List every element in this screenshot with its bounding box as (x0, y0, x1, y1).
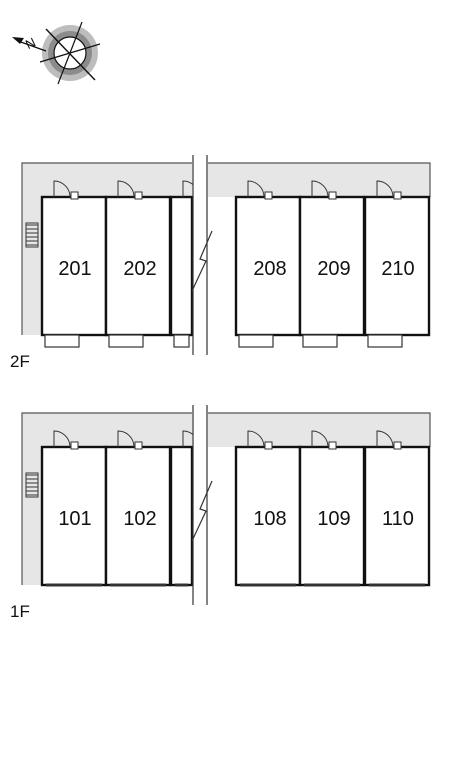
door-swing-icon (247, 180, 265, 198)
outer-wall (208, 162, 431, 197)
compass-rose-icon: N (12, 21, 101, 85)
outer-wall (208, 412, 431, 447)
stair-landing (22, 413, 42, 585)
door-swing-icon (376, 430, 394, 448)
floor-1f: 101 102 108 109 110 1F (10, 405, 431, 621)
balcony (238, 334, 274, 348)
outer-wall (21, 162, 192, 335)
room-number: 208 (253, 258, 286, 280)
meter-box-icon (264, 191, 273, 200)
room-number: 209 (317, 258, 350, 280)
room-number: 101 (58, 508, 91, 530)
outer-wall (21, 412, 192, 585)
meter-box-icon (393, 191, 402, 200)
meter-box-icon (134, 441, 143, 450)
balcony (367, 334, 403, 348)
meter-box-icon (264, 441, 273, 450)
balcony (173, 334, 190, 348)
meter-box-icon (70, 441, 79, 450)
door-swing-icon (376, 180, 394, 198)
balcony (44, 334, 80, 348)
corridor (22, 163, 192, 197)
break-zigzag-icon (191, 480, 213, 542)
room-number: 110 (382, 508, 414, 530)
north-label: N (23, 34, 38, 52)
room-number: 102 (123, 508, 156, 530)
door-swing-icon (117, 180, 135, 198)
floor-label: 1F (10, 602, 30, 621)
break-zigzag-icon (191, 230, 213, 292)
corridor (22, 413, 192, 447)
room-number: 210 (381, 258, 414, 280)
room-number: 109 (317, 508, 350, 530)
meter-box-icon (393, 441, 402, 450)
stair-landing (22, 163, 42, 335)
meter-box-icon (70, 191, 79, 200)
door-swing-icon (247, 430, 265, 448)
room-number: 202 (123, 258, 156, 280)
door-swing-icon (53, 430, 71, 448)
meter-box-icon (328, 191, 337, 200)
balcony (108, 334, 144, 348)
floor-2f: 201 202 208 209 210 2F (10, 155, 431, 371)
room-number: 201 (58, 258, 91, 280)
room-outline (169, 445, 194, 587)
door-swing-icon (53, 180, 71, 198)
break-gap (193, 155, 207, 355)
meter-box-icon (134, 191, 143, 200)
balcony (302, 334, 338, 348)
door-swing-icon (117, 430, 135, 448)
room-outline (169, 195, 194, 337)
corridor (208, 413, 430, 447)
room-outline (40, 195, 108, 337)
door-swing-icon (311, 180, 329, 198)
stairs-icon (25, 472, 39, 498)
break-gap (193, 405, 207, 605)
floor-label: 2F (10, 352, 30, 371)
room-number: 108 (253, 508, 286, 530)
door-swing-icon (311, 430, 329, 448)
stairs-icon (25, 222, 39, 248)
corridor (208, 163, 430, 197)
meter-box-icon (328, 441, 337, 450)
